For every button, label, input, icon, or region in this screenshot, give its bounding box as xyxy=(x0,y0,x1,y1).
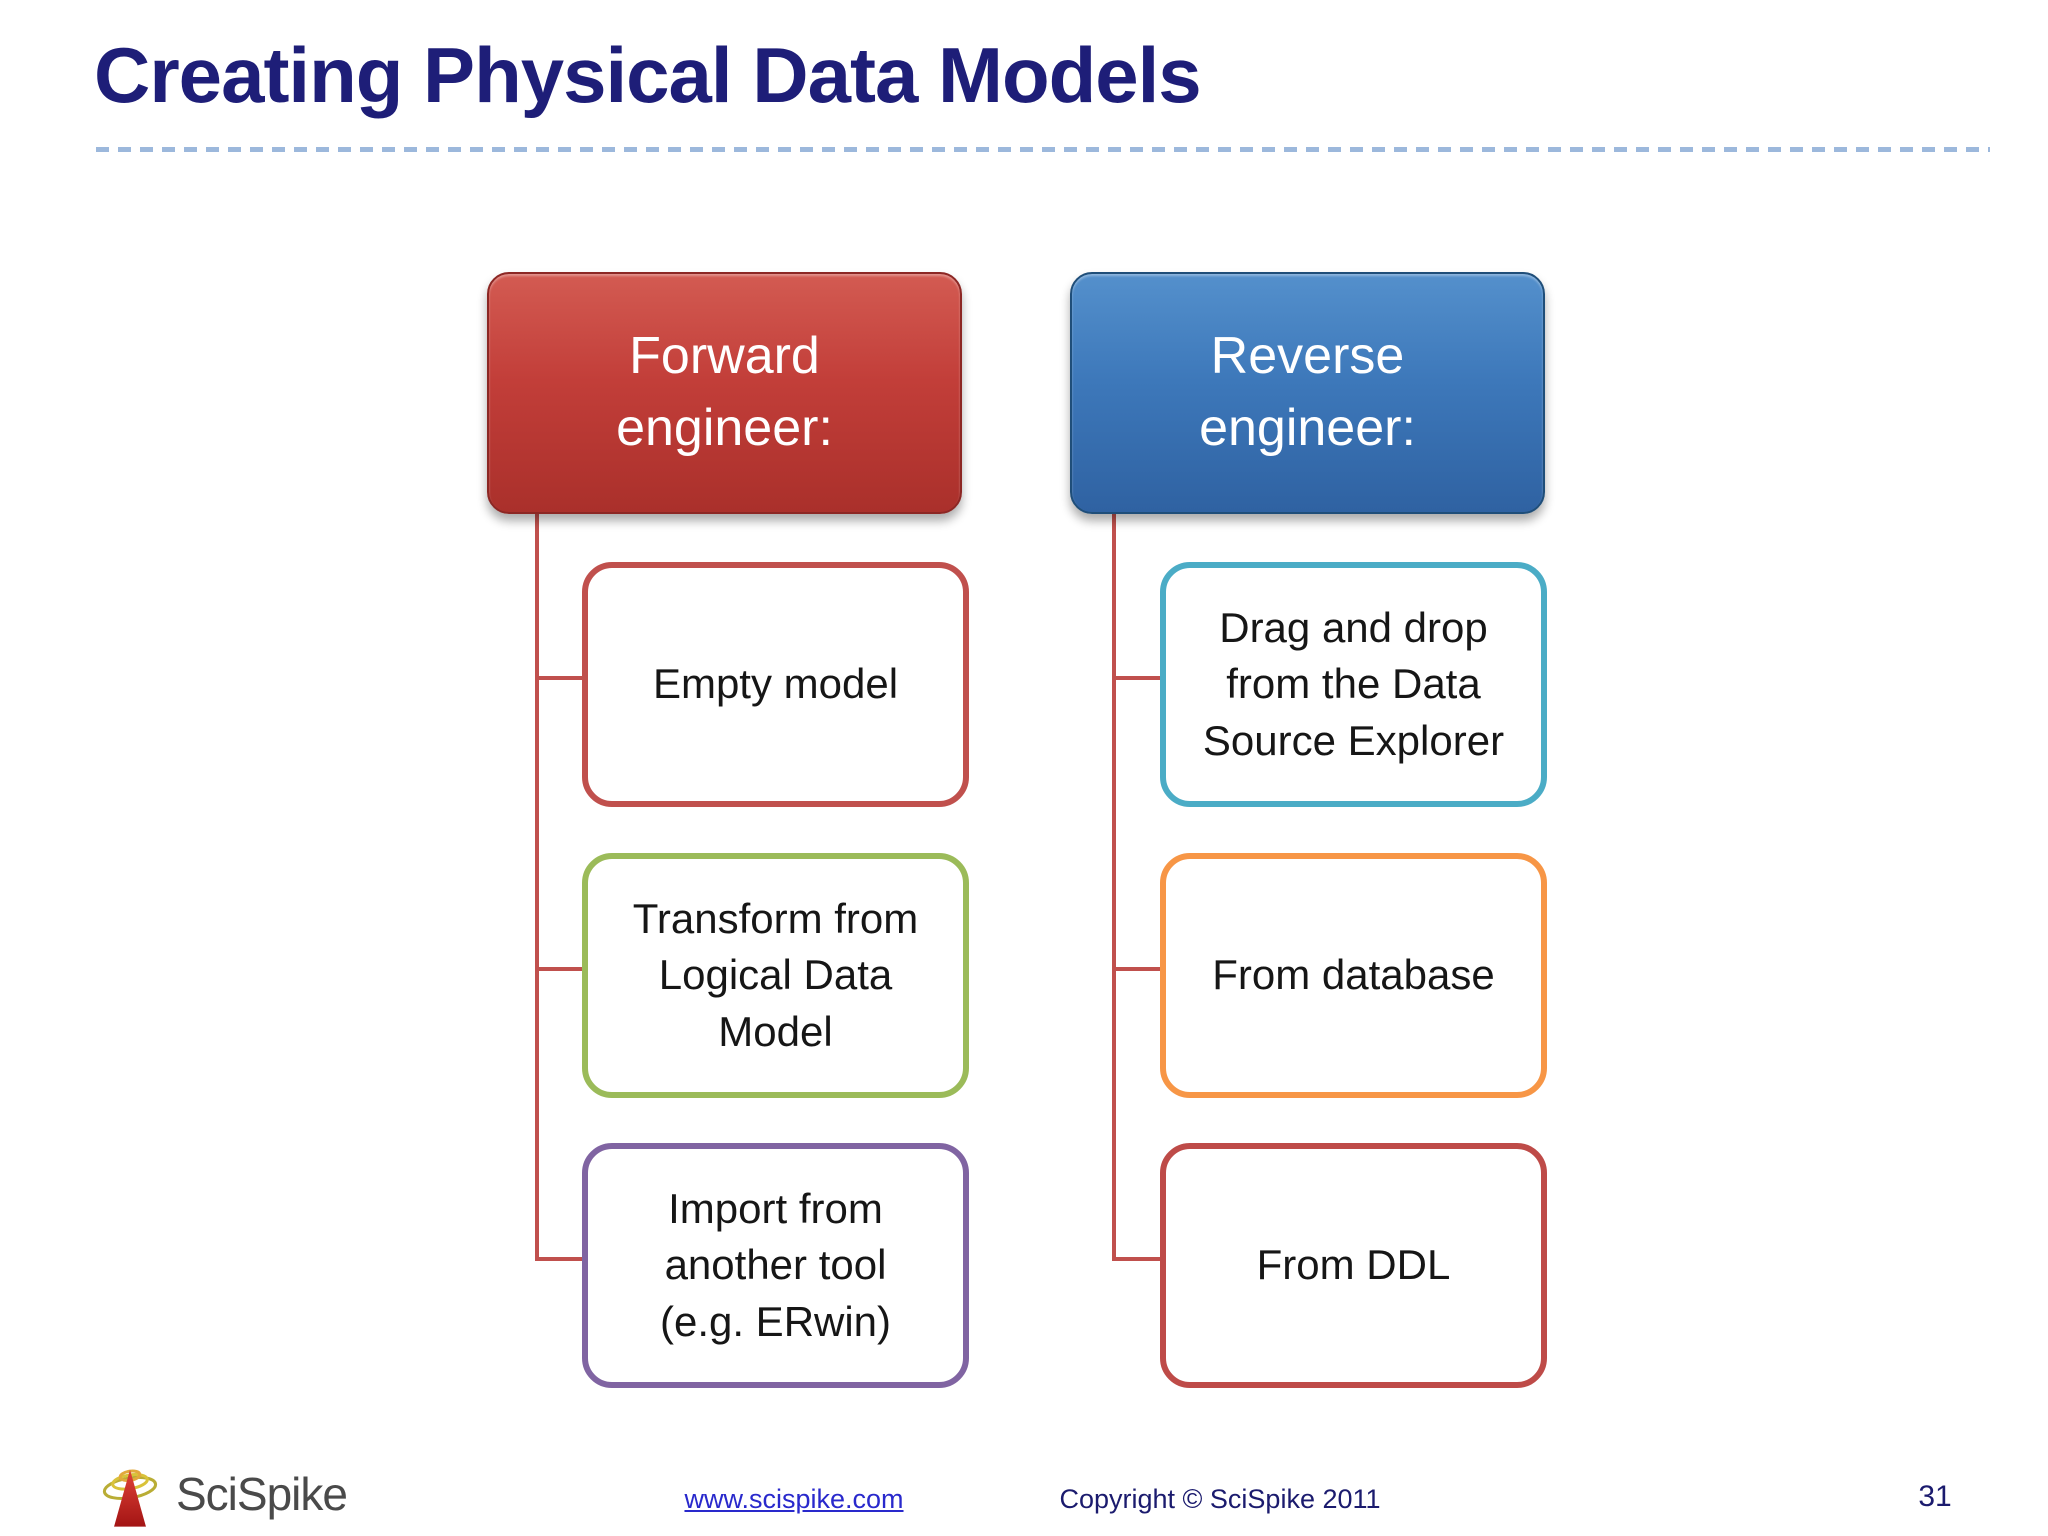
node-from-database: From database xyxy=(1160,853,1547,1098)
node-label: Drag and drop from the Data Source Explo… xyxy=(1202,604,1505,764)
connector-line xyxy=(535,508,539,1259)
node-from-ddl: From DDL xyxy=(1160,1143,1547,1388)
node-import-from-another-tool: Import from another tool (e.g. ERwin) xyxy=(582,1143,969,1388)
node-forward-engineer: Forward engineer: xyxy=(487,272,962,514)
slide-page-number: 31 xyxy=(1918,1480,1952,1513)
connector-line xyxy=(1112,676,1160,680)
node-transform-from-logical-data-model: Transform from Logical Data Model xyxy=(582,853,969,1098)
node-label: From DDL xyxy=(1256,1241,1451,1289)
scispike-logo: SciSpike xyxy=(92,1456,348,1532)
scispike-logo-text: SciSpike xyxy=(176,1468,348,1520)
node-reverse-engineer: Reverse engineer: xyxy=(1070,272,1545,514)
node-empty-model: Empty model xyxy=(582,562,969,807)
node-label: Forward engineer: xyxy=(616,327,833,457)
connector-line xyxy=(1112,508,1116,1259)
node-label: Transform from Logical Data Model xyxy=(632,895,919,1055)
connector-line xyxy=(535,967,582,971)
node-label: Empty model xyxy=(652,660,899,708)
node-label: Reverse engineer: xyxy=(1199,327,1416,457)
page-title: Creating Physical Data Models xyxy=(94,31,1202,119)
connector-line xyxy=(1112,967,1160,971)
footer-copyright: Copyright © SciSpike 2011 xyxy=(1059,1484,1381,1514)
connector-line xyxy=(535,676,582,680)
footer-website-link[interactable]: www.scispike.com xyxy=(684,1484,904,1514)
node-label: From database xyxy=(1212,951,1495,999)
connector-line xyxy=(535,1257,582,1261)
node-label: Import from another tool (e.g. ERwin) xyxy=(659,1185,892,1345)
node-drag-and-drop-data-source-explorer: Drag and drop from the Data Source Explo… xyxy=(1160,562,1547,807)
connector-line xyxy=(1112,1257,1160,1261)
title-divider xyxy=(96,147,1990,152)
scispike-spike-icon xyxy=(102,1469,158,1527)
